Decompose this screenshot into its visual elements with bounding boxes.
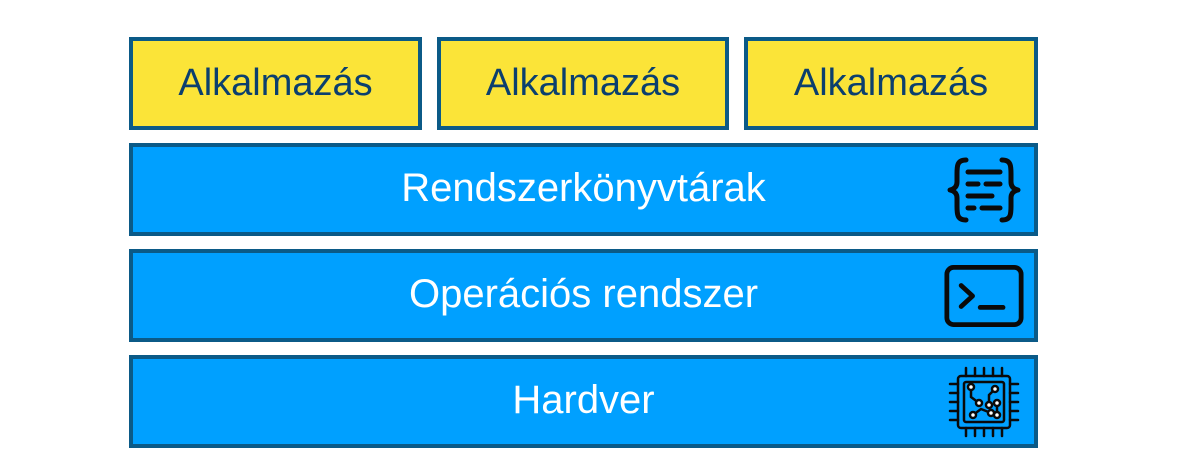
library-code-icon — [944, 154, 1024, 226]
layer-label: Rendszerkönyvtárak — [401, 166, 766, 210]
operating-system-layer: Operációs rendszer — [129, 249, 1038, 342]
terminal-icon — [944, 260, 1024, 332]
layer-label: Operációs rendszer — [408, 272, 759, 316]
hardware-layer: Hardver — [129, 355, 1038, 448]
application-label: Alkalmazás — [793, 62, 989, 104]
application-box-3: Alkalmazás — [744, 37, 1038, 130]
application-box-2: Alkalmazás — [437, 37, 729, 130]
cpu-chip-icon — [944, 366, 1024, 438]
application-label: Alkalmazás — [485, 62, 681, 104]
system-libraries-layer: Rendszerkönyvtárak — [129, 143, 1038, 236]
application-label: Alkalmazás — [178, 62, 373, 104]
layer-label: Hardver — [512, 378, 655, 422]
application-box-1: Alkalmazás — [129, 37, 422, 130]
